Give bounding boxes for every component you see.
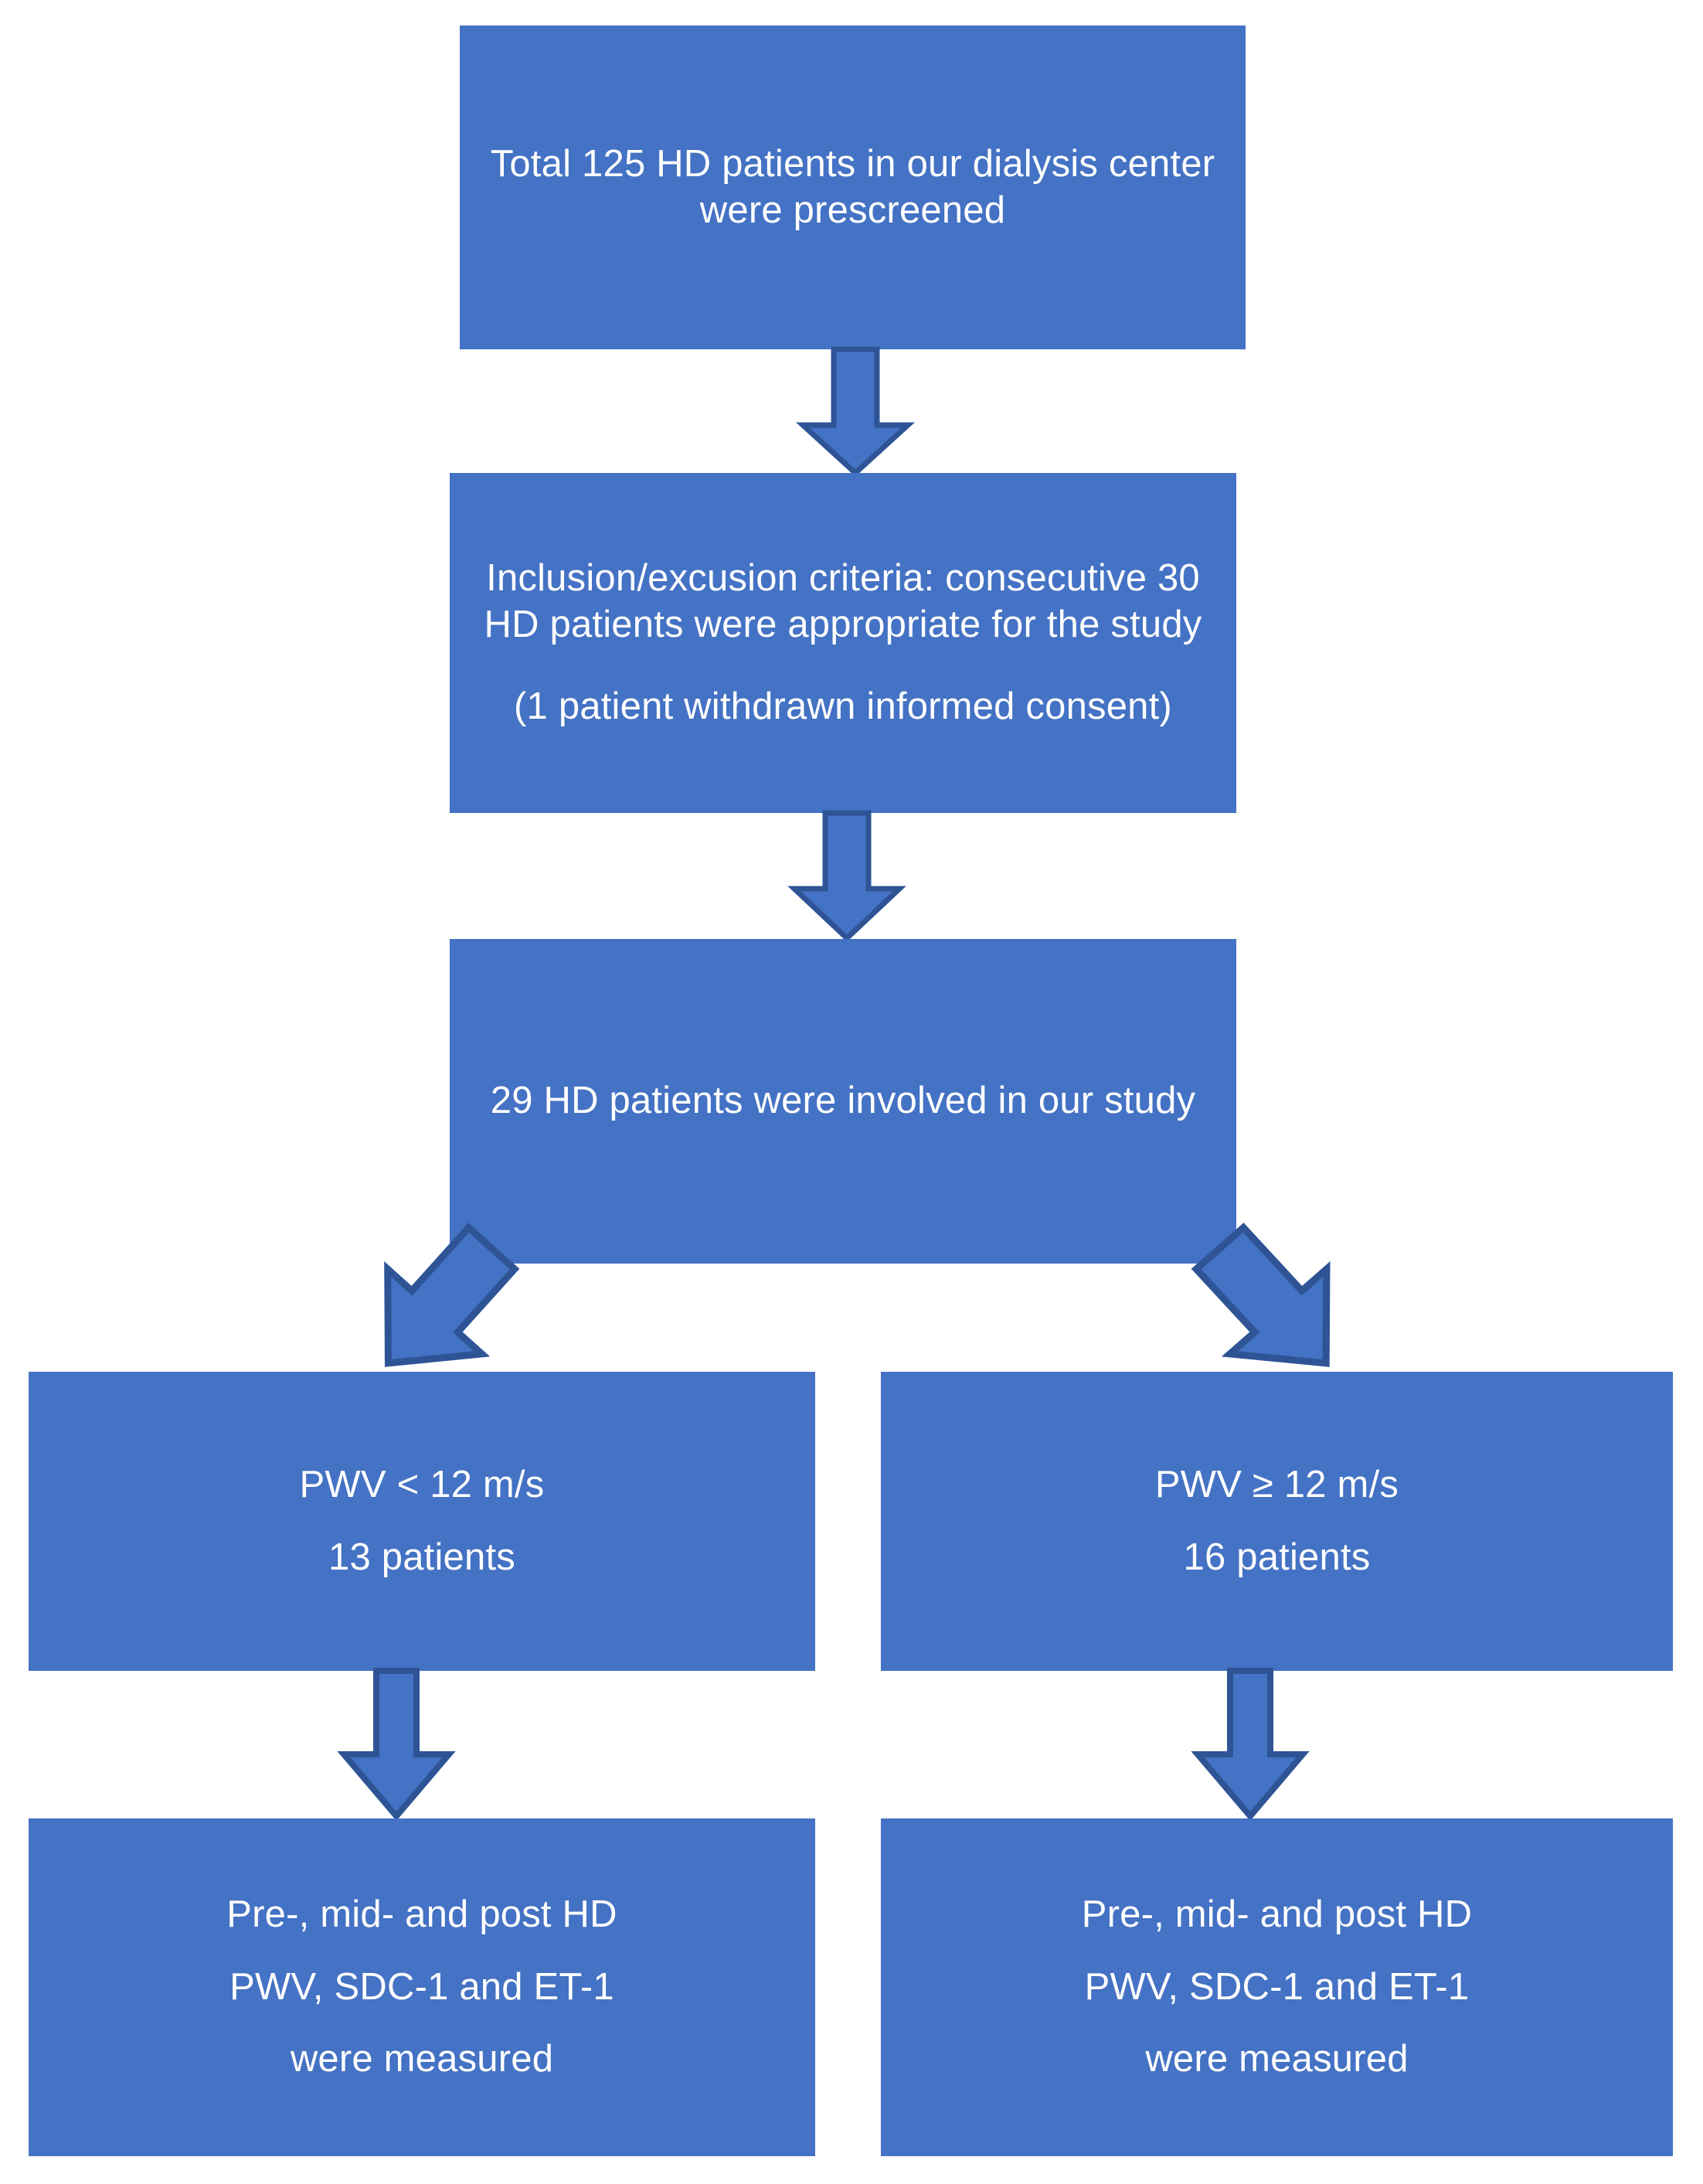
flowchart-node-involved: 29 HD patients were involved in our stud… bbox=[450, 939, 1236, 1264]
flowchart-node-prescreen: Total 125 HD patients in our dialysis ce… bbox=[460, 26, 1246, 349]
node-criteria-line-2: (1 patient withdrawn informed consent) bbox=[514, 685, 1172, 727]
node-prescreen-line-1: Total 125 HD patients in our dialysis ce… bbox=[490, 142, 1215, 231]
node-measurements-low-line-1: Pre-, mid- and post HD bbox=[226, 1893, 617, 1935]
arrow-prescreen-to-criteria bbox=[795, 346, 916, 477]
node-measurements-low-line-2: PWV, SDC-1 and ET-1 bbox=[229, 1965, 614, 2008]
node-pwv-high-line-1: PWV ≥ 12 m/s bbox=[1154, 1463, 1399, 1505]
arrow-criteria-to-involved bbox=[787, 810, 906, 942]
flowchart-node-pwv-high: PWV ≥ 12 m/s 16 patients bbox=[881, 1372, 1673, 1671]
arrow-pwv-high-to-measurements bbox=[1191, 1668, 1310, 1822]
flowchart-node-measurements-high: Pre-, mid- and post HD PWV, SDC-1 and ET… bbox=[881, 1818, 1673, 2156]
arrow-involved-to-pwv-high bbox=[1191, 1223, 1369, 1391]
flowchart-node-measurements-low: Pre-, mid- and post HD PWV, SDC-1 and ET… bbox=[29, 1818, 815, 2156]
node-measurements-high-line-1: Pre-, mid- and post HD bbox=[1081, 1893, 1473, 1935]
node-criteria-line-1: Inclusion/excusion criteria: consecutive… bbox=[484, 557, 1202, 646]
flowchart-node-pwv-low: PWV < 12 m/s 13 patients bbox=[29, 1372, 815, 1671]
arrow-pwv-low-to-measurements bbox=[337, 1668, 456, 1822]
node-involved-line-1: 29 HD patients were involved in our stud… bbox=[490, 1080, 1196, 1122]
flowchart-node-criteria: Inclusion/excusion criteria: consecutive… bbox=[450, 473, 1236, 813]
node-pwv-low-line-1: PWV < 12 m/s bbox=[299, 1463, 545, 1505]
node-pwv-high-line-2: 16 patients bbox=[1183, 1536, 1371, 1578]
node-measurements-low-line-3: were measured bbox=[290, 2038, 554, 2080]
node-pwv-low-line-2: 13 patients bbox=[328, 1536, 515, 1578]
node-measurements-high-line-2: PWV, SDC-1 and ET-1 bbox=[1084, 1965, 1470, 2008]
arrow-involved-to-pwv-low bbox=[346, 1223, 520, 1391]
node-measurements-high-line-3: were measured bbox=[1145, 2038, 1409, 2080]
